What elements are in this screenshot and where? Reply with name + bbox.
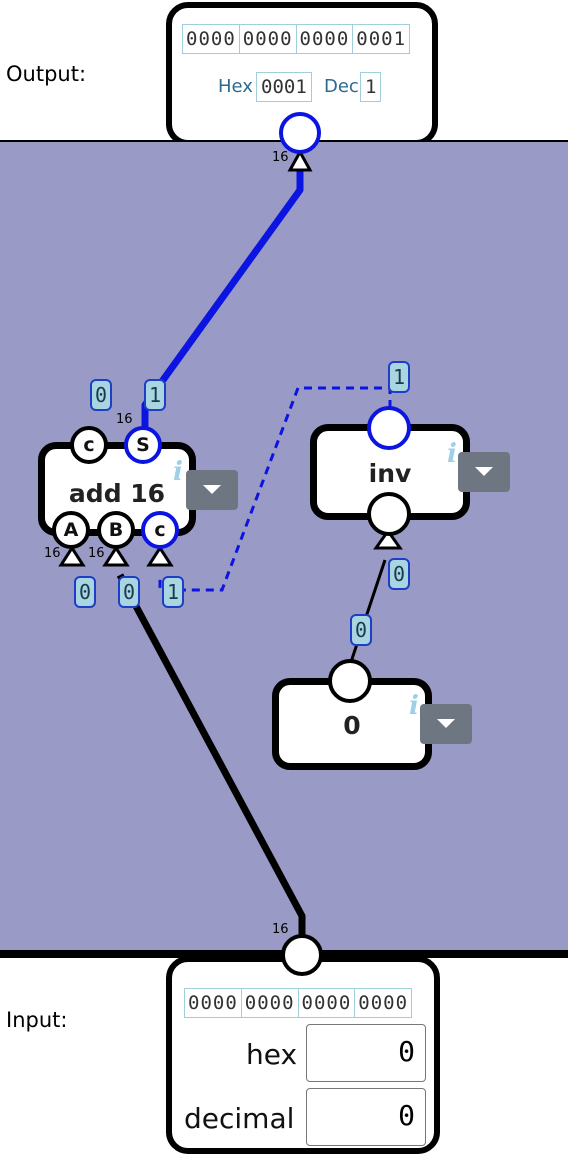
- inv-title: inv: [368, 459, 412, 488]
- inv-out-port[interactable]: [367, 406, 411, 450]
- input-bits: 0000 0000 0000 0000: [184, 988, 413, 1018]
- adder-carry-out-port[interactable]: c: [70, 426, 108, 464]
- adder-b-port[interactable]: B: [97, 511, 135, 549]
- inv-dropdown[interactable]: [458, 452, 510, 492]
- output-panel: 0000 0000 0000 0001 Hex 0001 Dec 1: [166, 2, 438, 146]
- adder-a-width: 16: [44, 546, 61, 561]
- output-bit-group: 0000: [183, 25, 240, 53]
- input-width: 16: [272, 922, 289, 937]
- input-bit-group[interactable]: 0000: [299, 989, 356, 1017]
- wire-const-inv: [348, 559, 387, 666]
- adder-carry-in-port[interactable]: c: [141, 511, 179, 549]
- value-tag-carry-out: 0: [90, 379, 112, 411]
- adder-b-width: 16: [88, 546, 105, 561]
- value-tag-a: 0: [74, 576, 96, 608]
- output-in-triangle: [287, 148, 313, 172]
- value-tag-inv-in: 0: [388, 558, 410, 590]
- hex-value: 0001: [256, 72, 312, 102]
- output-bit-group: 0000: [297, 25, 354, 53]
- input-bit-group[interactable]: 0000: [242, 989, 299, 1017]
- value-tag-b: 0: [118, 576, 140, 608]
- circuit-board[interactable]: [0, 142, 568, 954]
- adder-dropdown[interactable]: [186, 470, 238, 510]
- const-dropdown[interactable]: [420, 704, 472, 744]
- a-triangle: [58, 545, 86, 567]
- input-panel: 0000 0000 0000 0000 hex 0 decimal 0: [166, 956, 440, 1154]
- adder-sum-port[interactable]: S: [124, 426, 162, 464]
- adder-title: add 16: [68, 479, 166, 508]
- output-bits: 0000 0000 0000 0001: [182, 24, 411, 54]
- dec-value: 1: [360, 72, 382, 102]
- const-out-port[interactable]: [328, 659, 372, 703]
- adder-info-icon[interactable]: i: [173, 457, 183, 487]
- wire-sum-output: [141, 168, 304, 430]
- const-info-icon[interactable]: i: [409, 691, 419, 721]
- cin-triangle: [146, 545, 174, 567]
- input-label: Input:: [6, 1008, 68, 1032]
- adder-a-port[interactable]: A: [52, 511, 90, 549]
- inv-info-icon[interactable]: i: [447, 439, 457, 469]
- hex-label: Hex: [218, 76, 253, 97]
- b-triangle: [102, 545, 130, 567]
- inv-in-port[interactable]: [367, 492, 411, 536]
- output-port[interactable]: [279, 112, 321, 154]
- adder-sum-width: 16: [116, 412, 133, 427]
- output-width: 16: [272, 150, 289, 165]
- hex-input[interactable]: 0: [306, 1024, 426, 1082]
- output-label: Output:: [6, 62, 87, 86]
- input-port[interactable]: [281, 934, 323, 976]
- value-tag-const-out: 0: [350, 614, 372, 646]
- input-bit-group[interactable]: 0000: [185, 989, 242, 1017]
- decimal-input[interactable]: 0: [306, 1088, 426, 1146]
- decimal-input-label: decimal: [184, 1102, 295, 1135]
- hex-input-label: hex: [246, 1038, 298, 1071]
- output-bit-group: 0000: [240, 25, 297, 53]
- dec-label: Dec: [324, 76, 359, 97]
- input-bit-group[interactable]: 0000: [358, 992, 409, 1014]
- inv-in-triangle: [373, 528, 403, 550]
- value-tag-sum: 1: [144, 379, 166, 411]
- const-title: 0: [343, 711, 361, 740]
- output-bit-group: 0001: [356, 28, 407, 50]
- value-tag-carry-in: 1: [162, 576, 184, 608]
- value-tag-inv-out: 1: [388, 361, 410, 393]
